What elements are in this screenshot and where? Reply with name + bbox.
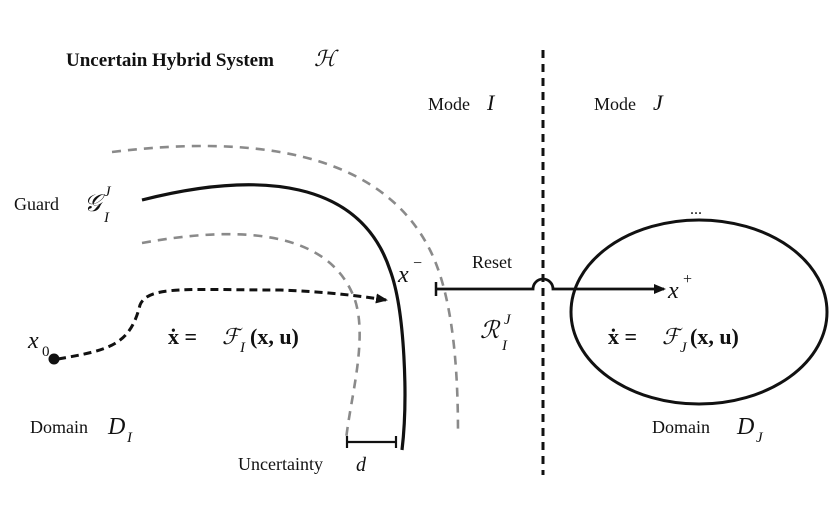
reset-superscript: J bbox=[504, 312, 512, 328]
trajectory-dashed-arrow bbox=[57, 287, 388, 361]
mode-left-symbol: I bbox=[486, 90, 496, 115]
pre-reset-state-superscript: − bbox=[413, 255, 422, 272]
flow-right-lhs: ẋ = bbox=[608, 324, 637, 349]
guard-curve bbox=[141, 183, 407, 451]
uncertainty-label: Uncertainty bbox=[238, 454, 323, 474]
title-symbol: ℋ bbox=[314, 46, 339, 71]
inner-uncertainty-curve bbox=[141, 232, 361, 441]
initial-state-dot bbox=[48, 353, 60, 365]
ellipsis-text: ... bbox=[690, 201, 702, 218]
outer-uncertainty-curve bbox=[111, 144, 460, 436]
flow-right-func: ℱ bbox=[662, 324, 683, 349]
domain-left-symbol: D bbox=[107, 414, 125, 440]
guard-superscript: J bbox=[104, 184, 112, 200]
flow-left-func-sub: I bbox=[239, 340, 246, 356]
reset-arrow bbox=[436, 277, 666, 294]
post-reset-state-base: x bbox=[667, 278, 679, 304]
domain-right-prefix: Domain bbox=[652, 417, 710, 437]
uncertainty-symbol: d bbox=[356, 454, 367, 476]
flow-left-args: (x, u) bbox=[250, 324, 299, 349]
flow-right-args: (x, u) bbox=[690, 324, 739, 349]
title-text: Uncertain Hybrid System bbox=[66, 50, 274, 71]
domain-left-prefix: Domain bbox=[30, 417, 88, 437]
pre-reset-state-base: x bbox=[397, 262, 409, 288]
domain-right-ellipse bbox=[569, 218, 829, 406]
reset-subscript: I bbox=[501, 338, 508, 354]
guard-prefix: Guard bbox=[14, 194, 59, 214]
flow-right-func-sub: J bbox=[680, 340, 688, 356]
domain-left-subscript: I bbox=[126, 430, 133, 446]
mode-left-prefix: Mode bbox=[428, 94, 470, 114]
domain-right-subscript: J bbox=[756, 430, 764, 446]
reset-symbol: ℛ bbox=[480, 318, 501, 344]
initial-state-base: x bbox=[27, 328, 39, 354]
flow-left-func: ℱ bbox=[222, 324, 243, 349]
mode-right-symbol: J bbox=[653, 90, 664, 115]
flow-left-lhs: ẋ = bbox=[168, 324, 197, 349]
initial-state-subscript: 0 bbox=[42, 344, 50, 360]
reset-label: Reset bbox=[472, 252, 512, 272]
guard-symbol: 𝒢 bbox=[84, 191, 105, 217]
guard-subscript: I bbox=[103, 210, 110, 226]
post-reset-state-superscript: + bbox=[683, 271, 692, 288]
mode-right-prefix: Mode bbox=[594, 94, 636, 114]
domain-right-symbol: D bbox=[736, 414, 754, 440]
